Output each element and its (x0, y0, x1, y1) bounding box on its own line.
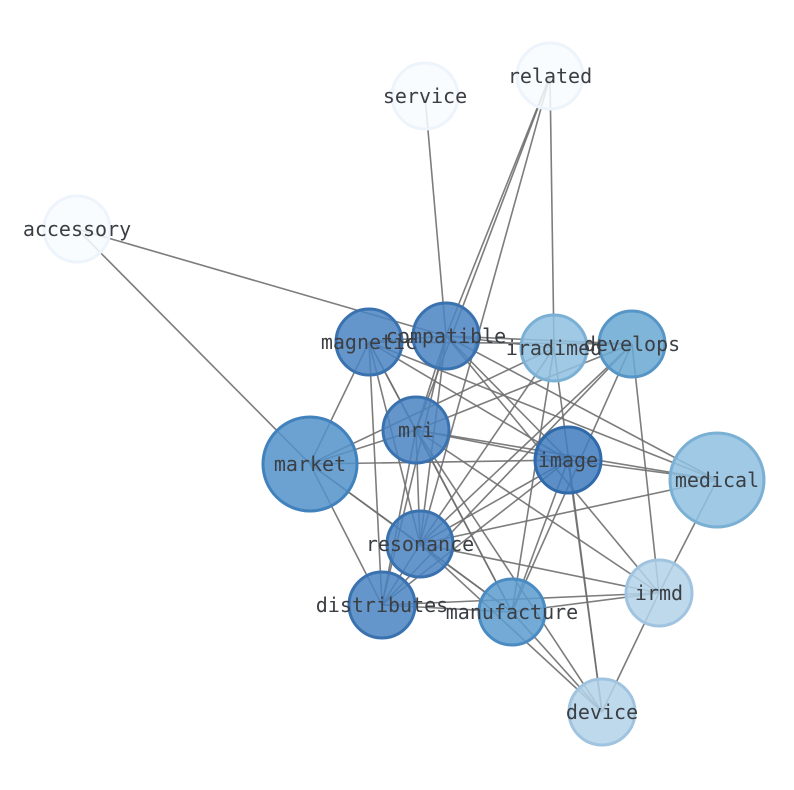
node-irmd (624, 558, 694, 628)
node-develops (597, 309, 667, 379)
node-circle-market (261, 415, 359, 513)
edge-related-iradimed (549, 75, 555, 349)
node-mri (381, 395, 451, 465)
node-label-iradimed: iradimed (506, 336, 602, 360)
node-related (515, 41, 585, 111)
node-circle-image (533, 425, 603, 495)
node-circle-irmd (624, 558, 694, 628)
node-manufacture (477, 577, 547, 647)
node-service (390, 61, 460, 131)
node-image (533, 425, 603, 495)
node-circle-compatible (411, 301, 481, 371)
edge-service-compatible (424, 95, 447, 337)
node-medical (668, 431, 766, 529)
node-magnetic (334, 307, 404, 377)
node-label-develops: develops (584, 332, 680, 356)
node-compatible (411, 301, 481, 371)
node-label-service: service (383, 84, 467, 108)
edge-image-device (567, 459, 603, 713)
edge-magnetic-image (368, 341, 569, 461)
node-circle-iradimed (519, 313, 589, 383)
edge-mri-device (415, 429, 603, 713)
node-label-compatible: compatible (386, 324, 506, 348)
edge-resonance-irmd (419, 543, 660, 594)
node-label-related: related (508, 64, 592, 88)
node-label-device: device (566, 700, 638, 724)
edge-iradimed-resonance (419, 347, 555, 545)
node-label-magnetic: magnetic (321, 330, 417, 354)
node-label-medical: medical (675, 468, 759, 492)
node-label-resonance: resonance (366, 532, 474, 556)
edge-develops-mri (415, 343, 633, 431)
node-circle-service (390, 61, 460, 131)
edge-magnetic-distributes (368, 341, 383, 606)
node-device (567, 677, 637, 747)
edge-magnetic-medical (368, 341, 718, 481)
edge-accessory-market (76, 228, 311, 465)
node-circle-medical (668, 431, 766, 529)
node-label-mri: mri (398, 418, 434, 442)
node-market (261, 415, 359, 513)
node-circle-distributes (347, 570, 417, 640)
node-label-accessory: accessory (23, 217, 131, 241)
edge-medical-resonance (419, 479, 718, 545)
node-circle-manufacture (477, 577, 547, 647)
edge-related-resonance (419, 75, 551, 545)
node-circle-mri (381, 395, 451, 465)
node-layer: related service accessory magneticcompatibl… (23, 41, 766, 747)
edge-related-compatible (445, 75, 551, 337)
node-iradimed (519, 313, 589, 383)
edge-develops-resonance (419, 343, 633, 545)
node-circle-device (567, 677, 637, 747)
node-accessory (42, 194, 112, 264)
node-label-market: market (274, 452, 346, 476)
node-circle-accessory (42, 194, 112, 264)
node-resonance (385, 509, 455, 579)
node-label-irmd: irmd (635, 581, 683, 605)
node-circle-magnetic (334, 307, 404, 377)
node-circle-develops (597, 309, 667, 379)
node-label-image: image (538, 448, 598, 472)
node-distributes (347, 570, 417, 640)
node-label-distributes: distributes (316, 593, 448, 617)
node-label-manufacture: manufacture (446, 600, 578, 624)
edge-mri-irmd (415, 429, 660, 594)
node-circle-resonance (385, 509, 455, 579)
node-circle-related (515, 41, 585, 111)
edge-compatible-medical (445, 335, 718, 481)
